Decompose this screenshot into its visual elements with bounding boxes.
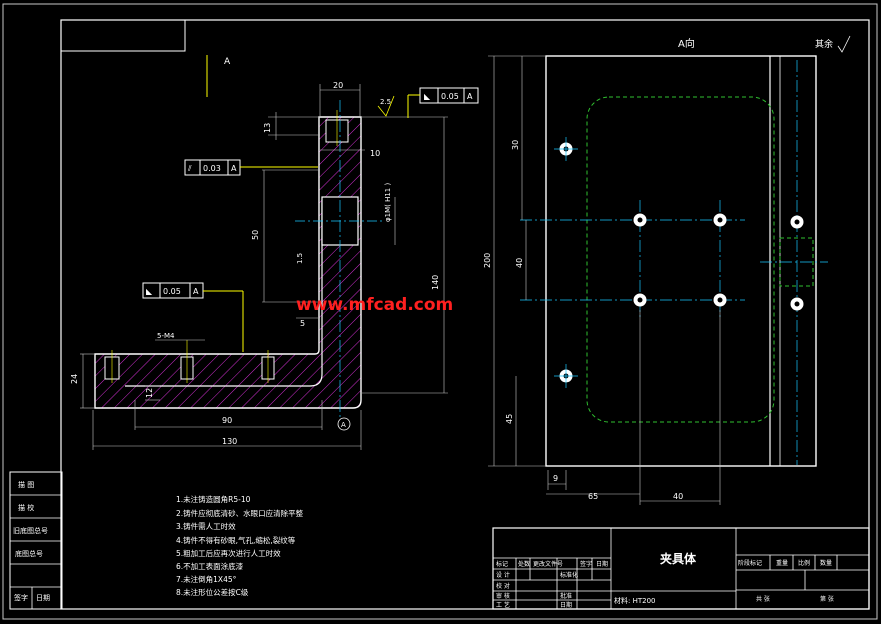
stamp-sign: 签字 <box>14 593 28 602</box>
svg-text:8.未注形位公差按C级: 8.未注形位公差按C级 <box>176 587 249 597</box>
svg-text:更改文件号: 更改文件号 <box>533 560 563 568</box>
svg-text:设 计: 设 计 <box>496 571 510 579</box>
dim-30: 30 <box>511 140 520 150</box>
dim-40-horizontal: 40 <box>673 492 683 501</box>
svg-text:处数: 处数 <box>518 560 530 568</box>
dim-1-5: 1.5 <box>296 253 304 264</box>
svg-text:3.铸件需人工时效: 3.铸件需人工时效 <box>176 521 236 531</box>
plan-view: A向 其余 <box>483 35 851 505</box>
dim-24: 24 <box>70 374 79 384</box>
dim-roughness-2-5: 2.5 <box>380 98 391 106</box>
dim-90: 90 <box>222 416 232 425</box>
svg-text:标准化: 标准化 <box>560 571 578 579</box>
svg-text:0.05: 0.05 <box>163 287 181 296</box>
svg-text:0.05: 0.05 <box>441 92 459 101</box>
hidden-recess <box>586 96 775 423</box>
stamp-old-base: 旧底图总号 <box>13 526 48 535</box>
svg-text:⫽: ⫽ <box>187 164 192 173</box>
svg-text:5.粗加工后应再次进行人工时效: 5.粗加工后应再次进行人工时效 <box>176 548 281 558</box>
fcf-3: ◣ 0.05 A <box>142 282 244 352</box>
svg-text:共 张: 共 张 <box>756 595 770 603</box>
svg-text:4.铸件不得有砂眼,气孔,缩松,裂纹等: 4.铸件不得有砂眼,气孔,缩松,裂纹等 <box>176 535 296 545</box>
dim-9: 9 <box>553 474 558 483</box>
roughness-note: 其余 <box>815 38 833 50</box>
title-block: 夹具体 材料: HT200 标记 处数 更改文件号 签字 日期 设 计 校 对 … <box>492 527 870 610</box>
svg-text:A: A <box>193 287 199 296</box>
dim-12: 12 <box>145 388 154 398</box>
bottom-slot <box>125 200 323 387</box>
svg-text:◣: ◣ <box>146 287 153 296</box>
left-stamp-table: 描 图 描 校 旧底图总号 底图总号 签字 日期 <box>9 471 63 610</box>
dim-130: 130 <box>222 437 237 446</box>
dim-140: 140 <box>431 275 440 290</box>
svg-text:2.铸件应彻底清砂、水眼口应清除平整: 2.铸件应彻底清砂、水眼口应清除平整 <box>176 508 304 518</box>
top-left-code-box <box>60 19 186 52</box>
dim-5: 5 <box>300 319 305 328</box>
material: 材料: HT200 <box>614 596 655 605</box>
view-label: A向 <box>678 37 695 50</box>
technical-notes: 1.未注铸造圆角R5-10 2.铸件应彻底清砂、水眼口应清除平整 3.铸件需人工… <box>176 494 304 597</box>
svg-text:工 艺: 工 艺 <box>496 601 510 609</box>
svg-text:阶段标记: 阶段标记 <box>738 559 762 567</box>
svg-text:签字: 签字 <box>580 560 592 568</box>
datum-a-label: A <box>341 421 346 429</box>
svg-text:A: A <box>467 92 473 101</box>
svg-text:数量: 数量 <box>820 559 832 567</box>
svg-text:7.未注倒角1X45°: 7.未注倒角1X45° <box>176 574 237 584</box>
svg-text:A: A <box>231 164 237 173</box>
svg-text:审 核: 审 核 <box>496 592 510 600</box>
dim-50: 50 <box>251 230 260 240</box>
svg-text:0.03: 0.03 <box>203 164 221 173</box>
inner-border <box>60 19 870 610</box>
section-mark-label: A <box>224 57 231 67</box>
svg-text:第 张: 第 张 <box>820 595 834 603</box>
svg-text:比例: 比例 <box>798 559 810 567</box>
outer-border <box>2 3 878 620</box>
stamp-checked: 描 校 <box>18 503 34 512</box>
svg-text:日期: 日期 <box>560 601 572 609</box>
svg-text:标记: 标记 <box>496 560 508 568</box>
plate-outline <box>545 55 817 467</box>
svg-text:日期: 日期 <box>596 560 608 568</box>
svg-text:批准: 批准 <box>560 592 572 600</box>
dim-5-m4: 5-M4 <box>157 332 175 340</box>
dim-65: 65 <box>588 492 598 501</box>
svg-text:校 对: 校 对 <box>496 582 510 590</box>
svg-text:6.不加工表面涂底漆: 6.不加工表面涂底漆 <box>176 561 244 571</box>
section-view: A 20 10 13 50 14 <box>70 55 479 450</box>
stamp-drawn: 描 图 <box>18 480 34 489</box>
dim-10: 10 <box>370 149 380 158</box>
fcf-1: ◣ 0.05 A <box>407 87 479 118</box>
dim-thread: φ1M( H11 ) <box>384 183 392 222</box>
dim-40-vertical: 40 <box>515 258 524 268</box>
watermark: www.mfcad.com <box>296 295 453 315</box>
side-slot <box>779 237 814 287</box>
dim-20: 20 <box>333 81 343 90</box>
stamp-date: 日期 <box>36 594 50 602</box>
dim-200: 200 <box>483 253 492 268</box>
svg-text:◣: ◣ <box>424 92 431 101</box>
fcf-2: ⫽ 0.03 A <box>184 159 318 176</box>
stamp-base: 底图总号 <box>15 549 43 558</box>
svg-text:1.未注铸造圆角R5-10: 1.未注铸造圆角R5-10 <box>176 494 251 504</box>
svg-text:重量: 重量 <box>776 559 788 567</box>
part-name: 夹具体 <box>660 551 697 566</box>
dim-13: 13 <box>263 123 272 133</box>
dim-45: 45 <box>505 414 514 424</box>
